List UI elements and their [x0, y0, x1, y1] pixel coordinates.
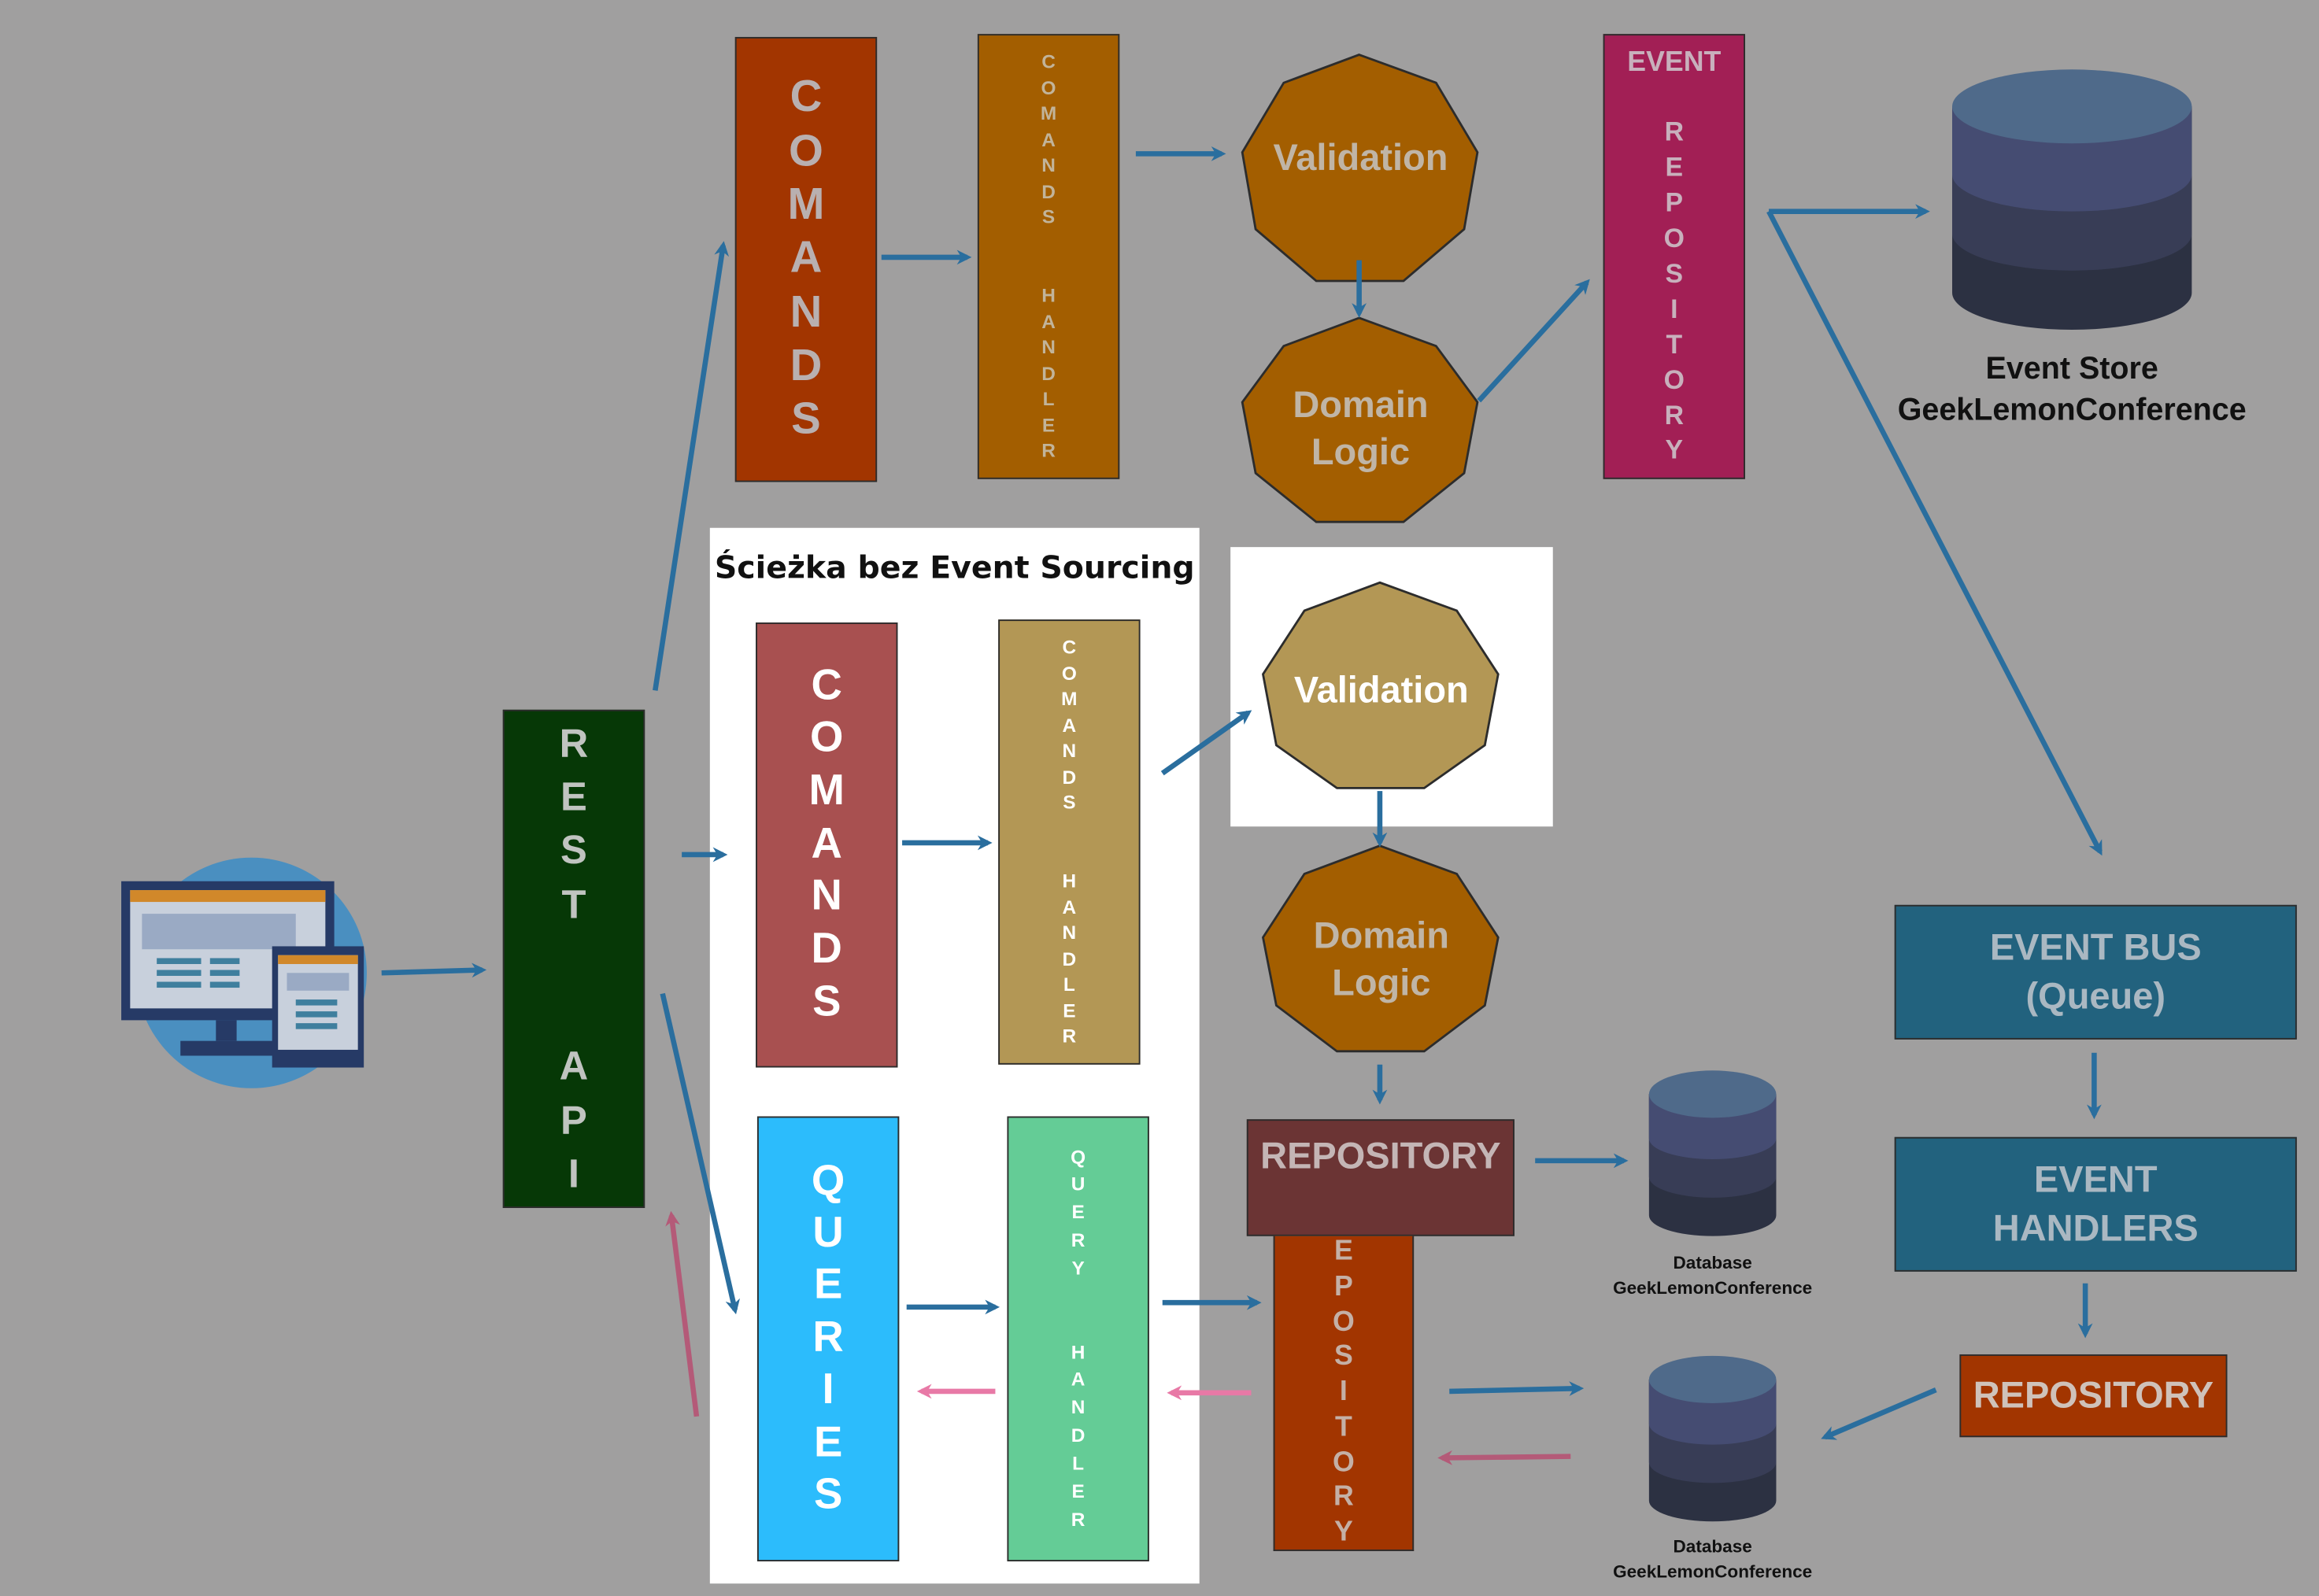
validation-mid-shape [1262, 581, 1500, 789]
event-bus-label: EVENT BUS (Queue) [1989, 927, 2202, 1017]
event-bus-block: EVENT BUS (Queue) [1894, 904, 2297, 1040]
event-repository-title: EVENT [1627, 47, 1722, 79]
repository-mid-block: REPOSITORY [1246, 1119, 1515, 1236]
database-icon [1648, 1355, 1777, 1522]
arrows-return [665, 1210, 1571, 1465]
validation-top-label: Validation [1273, 138, 1448, 179]
event-store-label: Event Store GeekLemonConference [1897, 352, 2247, 427]
arrows-return-light [916, 1384, 1252, 1401]
event-handlers-label: EVENT HANDLERS [1992, 1158, 2199, 1249]
repository-mid-label: REPOSITORY [1260, 1135, 1501, 1177]
domain-logic-top-shape [1241, 316, 1479, 523]
domain-logic-mid-shape [1262, 844, 1500, 1053]
repository-right-label: REPOSITORY [1973, 1374, 2214, 1416]
validation-mid-label: Validation [1293, 670, 1469, 712]
database-icon [1648, 1070, 1777, 1236]
domain-logic-mid-label: Domain Logic [1313, 914, 1449, 1004]
devices-icon [121, 857, 367, 1088]
database-2-label: Database GeekLemonConference [1613, 1536, 1813, 1583]
domain-logic-top-label: Domain Logic [1293, 383, 1429, 474]
repository-right-block: REPOSITORY [1959, 1354, 2228, 1438]
panel-title: Ścieżka bez Event Sourcing [714, 549, 1195, 586]
event-handlers-block: EVENT HANDLERS [1894, 1136, 2297, 1272]
arrows-blue [381, 146, 2103, 1440]
database-icon [1952, 69, 2192, 330]
database-1-label: Database GeekLemonConference [1613, 1252, 1813, 1299]
